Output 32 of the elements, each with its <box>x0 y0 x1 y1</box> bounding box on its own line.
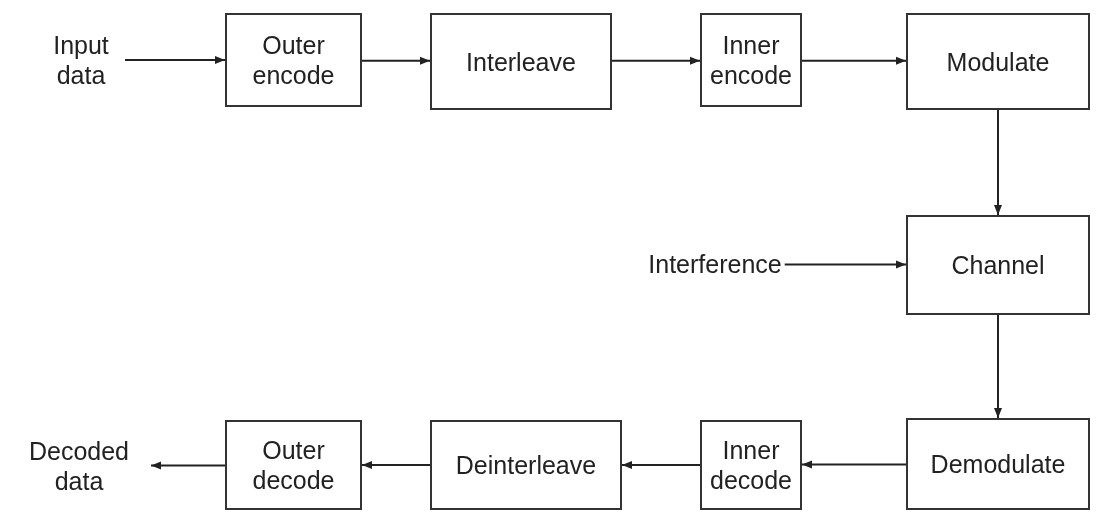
box-label: Outer decode <box>251 435 336 495</box>
process-box <box>700 420 802 510</box>
box-label: Channel <box>951 250 1045 280</box>
arrow <box>150 461 226 470</box>
process-box <box>225 13 362 107</box>
process-box <box>430 420 622 510</box>
box-label: Deinterleave <box>455 450 597 480</box>
signal-label: Decoded data <box>27 436 131 496</box>
process-box <box>700 13 802 107</box>
arrow <box>994 109 1002 216</box>
process-box <box>430 13 612 110</box>
process-box <box>906 13 1090 110</box>
process-box <box>906 418 1090 510</box>
arrow <box>361 56 431 65</box>
box-label: Inner decode <box>709 435 793 495</box>
arrow <box>621 461 701 469</box>
box-label: Inner encode <box>709 30 793 90</box>
arrow <box>611 56 701 65</box>
process-box <box>906 215 1090 315</box>
box-label: Interleave <box>466 46 576 77</box>
signal-label: Interference <box>648 249 782 279</box>
box-label: Demodulate <box>930 449 1066 479</box>
arrow <box>801 56 907 65</box>
arrow <box>361 461 431 469</box>
process-box <box>225 420 362 510</box>
arrow <box>783 260 907 269</box>
box-label: Modulate <box>946 46 1050 77</box>
arrow <box>801 460 907 469</box>
arrow <box>124 56 226 64</box>
box-label: Outer encode <box>251 30 336 90</box>
arrow <box>994 314 1002 419</box>
signal-label: Input data <box>52 30 110 90</box>
